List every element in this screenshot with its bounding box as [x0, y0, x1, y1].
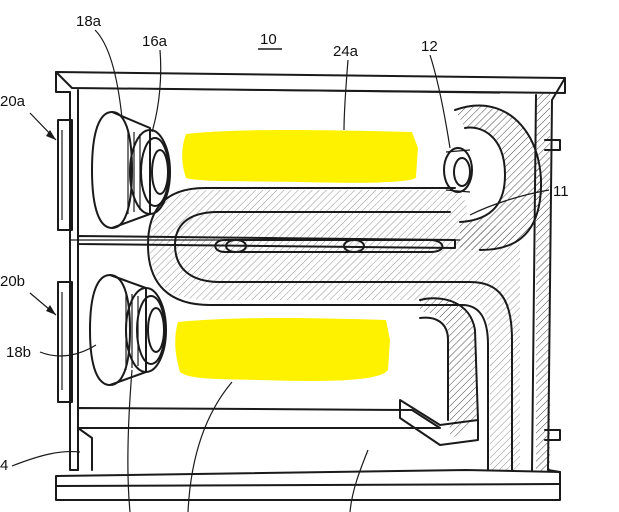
s-duct-11 — [147, 104, 543, 471]
arrowheads — [46, 130, 56, 315]
label-fig-number: 10 — [260, 31, 277, 48]
transducer-18b — [89, 274, 167, 386]
highlights — [175, 130, 418, 381]
connector-20a — [57, 119, 73, 231]
label-11: 11 — [553, 183, 569, 200]
highlight-lower — [175, 318, 390, 381]
label-24a: 24a — [333, 43, 359, 60]
label-20a: 20a — [0, 93, 26, 110]
transducer-18a — [91, 111, 171, 229]
label-16a: 16a — [142, 33, 168, 50]
label-18a: 18a — [76, 13, 102, 30]
label-12: 12 — [421, 38, 438, 55]
connector-20b — [57, 281, 73, 403]
port-12 — [443, 147, 473, 193]
reference-labels: 18a 16a 10 24a 12 20a 11 20b 18b 4 — [0, 13, 569, 474]
label-4: 4 — [0, 457, 8, 474]
label-18b: 18b — [6, 344, 31, 361]
highlight-upper — [182, 130, 418, 183]
label-20b: 20b — [0, 273, 25, 290]
